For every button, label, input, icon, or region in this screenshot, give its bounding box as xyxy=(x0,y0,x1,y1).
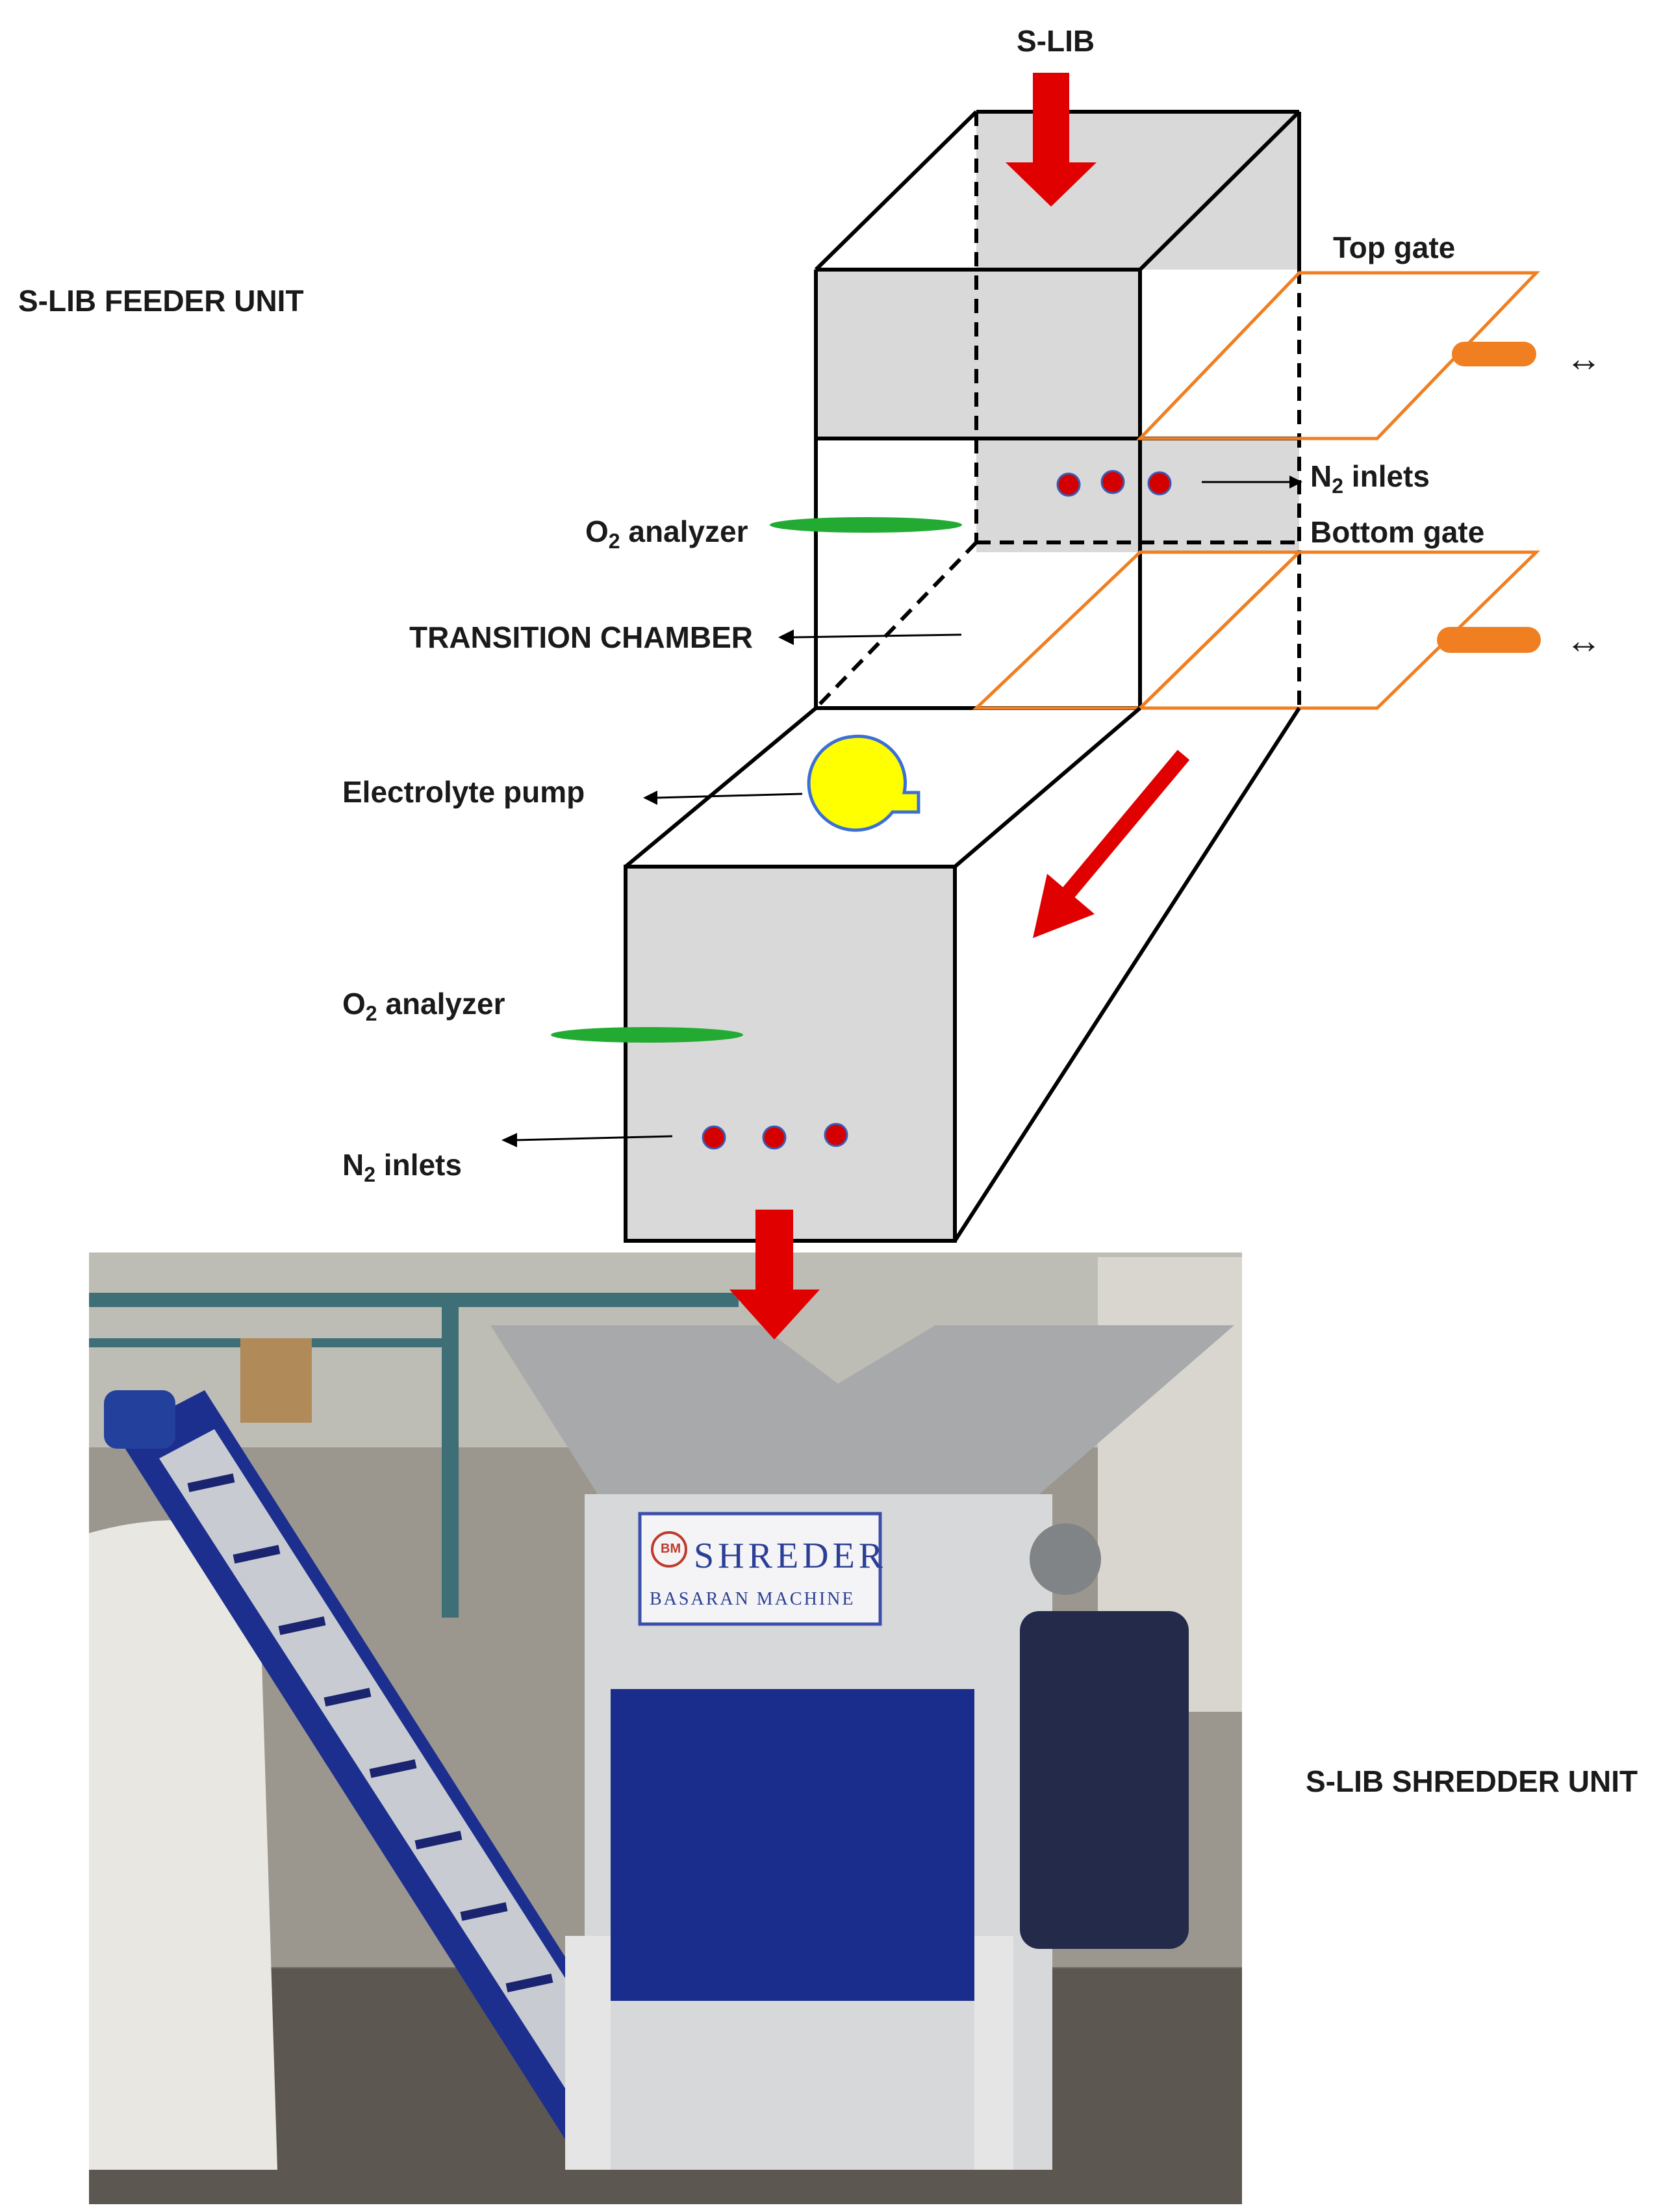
bottom-gate-motion-icon: ↔ xyxy=(1566,620,1602,661)
bottom-gate xyxy=(972,550,1541,710)
o2-analyzer-lower xyxy=(551,1027,743,1043)
o2-lower-post: analyzer xyxy=(377,987,505,1021)
top-gate-label: Top gate xyxy=(1333,231,1456,264)
bottom-gate-label: Bottom gate xyxy=(1310,515,1485,549)
n2-inlets-upper xyxy=(1056,470,1302,497)
bottom-gate-handle xyxy=(1437,627,1541,653)
o2-lower-sub: 2 xyxy=(365,1002,377,1026)
top-gate-motion-icon: ↔ xyxy=(1566,338,1602,379)
nameplate-brand: SHREDER xyxy=(694,1536,887,1576)
feeder-box xyxy=(814,110,1301,710)
o2-upper-post: analyzer xyxy=(620,515,748,548)
n2-upper-post: inlets xyxy=(1343,459,1430,493)
electrolyte-pump-label: Electrolyte pump xyxy=(342,775,585,809)
o2-analyzer-lower-label: O2 analyzer xyxy=(342,989,505,1024)
n2-inlets-lower xyxy=(501,1123,848,1150)
n2-upper-sub: 2 xyxy=(1332,474,1344,498)
output-flow-arrow xyxy=(729,1210,820,1340)
n2-lower-pre: N xyxy=(342,1148,364,1182)
o2-analyzer-upper xyxy=(770,517,962,533)
electrolyte-pump xyxy=(643,734,920,832)
o2-analyzer-upper-label: O2 analyzer xyxy=(585,516,748,552)
n2-upper-pre: N xyxy=(1310,459,1332,493)
top-gate xyxy=(1136,271,1540,440)
o2-upper-pre: O xyxy=(585,515,609,548)
transition-chamber-arrow xyxy=(778,629,962,645)
shredder-unit-label: S-LIB SHREDDER UNIT xyxy=(1306,1764,1638,1798)
transition-box xyxy=(624,706,1301,1243)
n2-inlets-upper-label: N2 inlets xyxy=(1310,461,1430,496)
input-flow-arrow xyxy=(1006,73,1097,207)
nameplate-maker: BASARAN MACHINE xyxy=(650,1589,856,1609)
input-label: S-LIB xyxy=(1017,24,1095,58)
shredder-photo xyxy=(89,1252,1242,2204)
n2-lower-sub: 2 xyxy=(364,1163,376,1187)
n2-inlets-lower-label: N2 inlets xyxy=(342,1150,462,1185)
o2-upper-sub: 2 xyxy=(608,529,620,553)
feeder-unit-label: S-LIB FEEDER UNIT xyxy=(18,284,304,318)
diagonal-flow-arrow xyxy=(1033,750,1190,938)
o2-lower-pre: O xyxy=(342,987,366,1021)
n2-lower-post: inlets xyxy=(375,1148,462,1182)
transition-chamber-label: TRANSITION CHAMBER xyxy=(409,620,753,654)
nameplate-logo: BM xyxy=(661,1542,681,1556)
top-gate-handle xyxy=(1452,342,1536,366)
